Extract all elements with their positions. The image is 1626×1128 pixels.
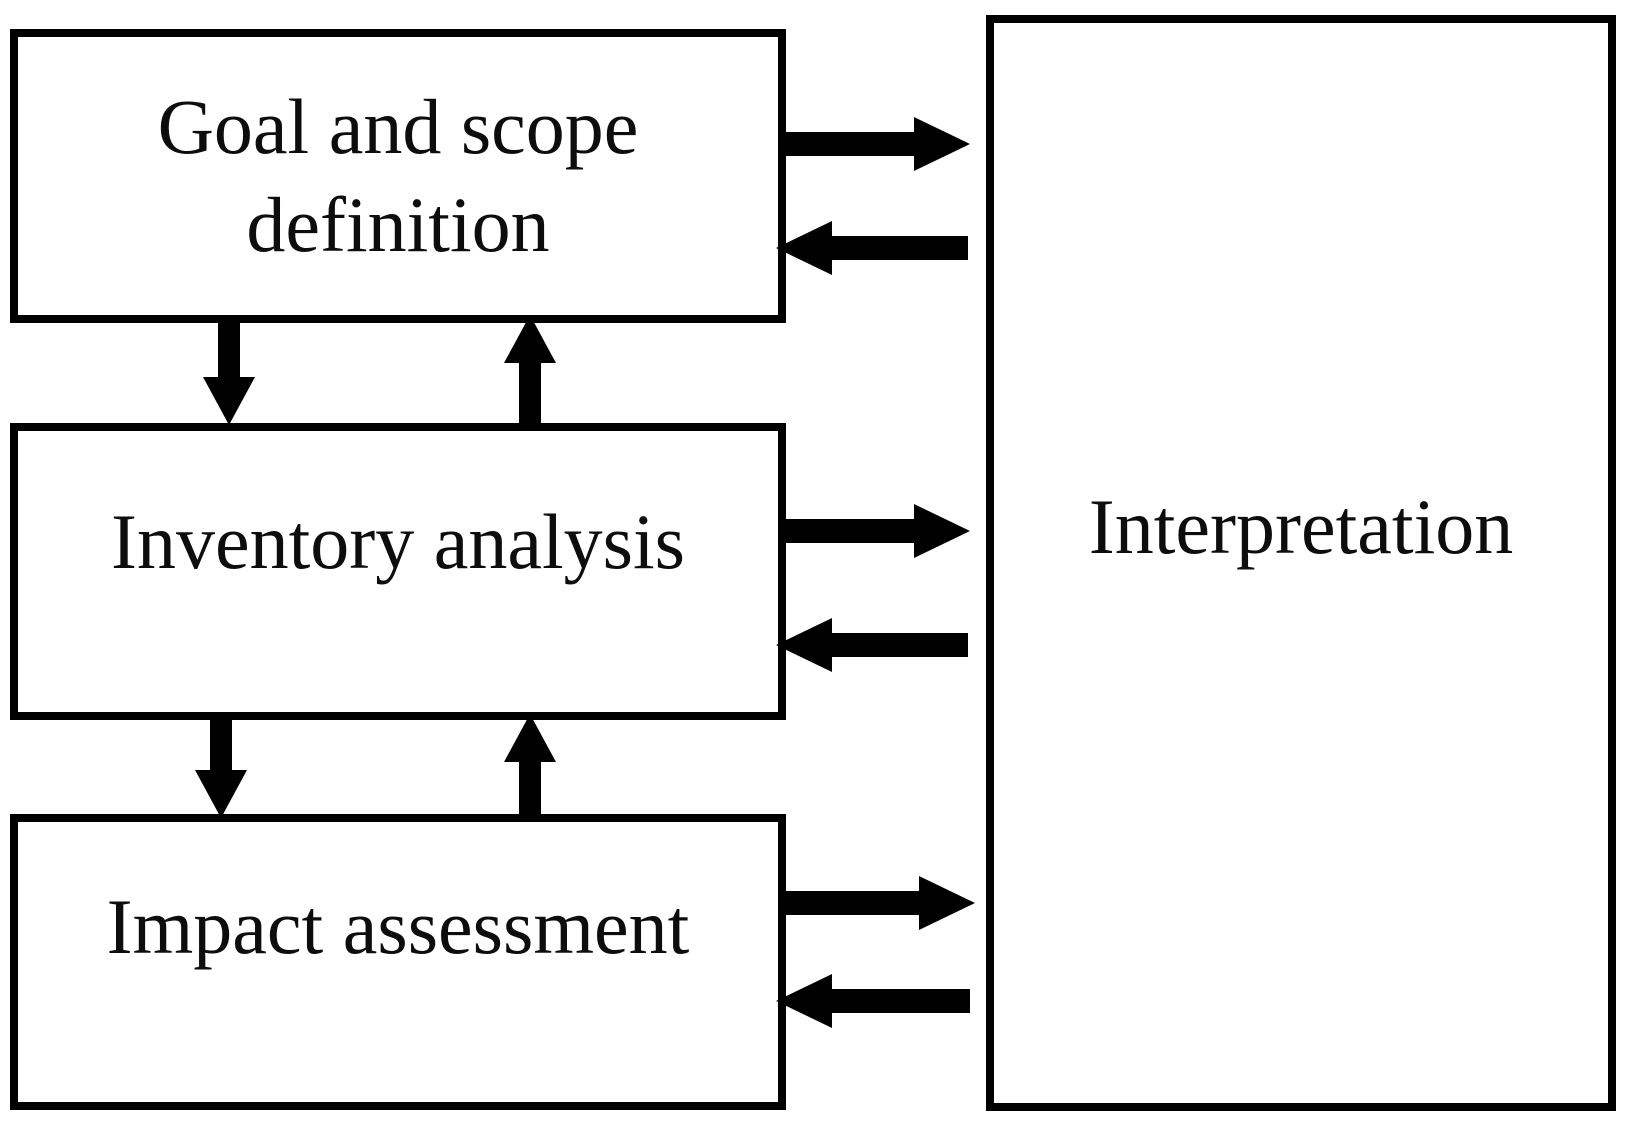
- arrow-stem: [780, 132, 914, 156]
- arrowhead-down-icon: [203, 377, 255, 425]
- arrow-left-icon: [776, 618, 968, 672]
- arrow-stem: [218, 316, 240, 377]
- arrow-down-icon: [203, 316, 255, 425]
- arrowhead-left-icon: [776, 618, 832, 672]
- arrow-stem: [780, 519, 914, 543]
- node-interpretation-label: Interpretation: [1088, 482, 1514, 570]
- node-inventory-analysis: Inventory analysis: [10, 423, 786, 720]
- arrowhead-left-icon: [776, 974, 832, 1028]
- node-goal-label-line1: Goal and scope: [157, 82, 639, 170]
- arrow-down-icon: [195, 714, 247, 818]
- arrowhead-left-icon: [776, 221, 832, 275]
- arrow-stem: [210, 714, 232, 770]
- arrow-up-icon: [504, 315, 556, 425]
- arrow-left-icon: [776, 221, 968, 275]
- arrow-stem: [519, 363, 541, 425]
- node-impact-assessment: Impact assessment: [10, 814, 786, 1110]
- arrow-right-icon: [780, 876, 975, 930]
- arrowhead-right-icon: [914, 117, 970, 171]
- arrow-stem: [780, 891, 919, 915]
- node-interpretation: Interpretation: [986, 15, 1616, 1111]
- arrowhead-down-icon: [195, 770, 247, 818]
- arrow-right-icon: [780, 117, 970, 171]
- arrowhead-right-icon: [914, 504, 970, 558]
- node-inventory-label: Inventory analysis: [110, 498, 686, 586]
- node-impact-label: Impact assessment: [106, 882, 690, 970]
- node-goal-and-scope: Goal and scope definition: [10, 29, 786, 323]
- arrow-stem: [832, 236, 968, 260]
- arrow-up-icon: [504, 714, 556, 818]
- arrow-stem: [519, 762, 541, 818]
- arrow-stem: [832, 633, 968, 657]
- arrow-right-icon: [780, 504, 970, 558]
- arrowhead-right-icon: [919, 876, 975, 930]
- arrow-stem: [832, 989, 970, 1013]
- node-goal-label-line2: definition: [246, 181, 550, 268]
- arrowhead-up-icon: [504, 315, 556, 363]
- arrowhead-up-icon: [504, 714, 556, 762]
- arrow-left-icon: [776, 974, 970, 1028]
